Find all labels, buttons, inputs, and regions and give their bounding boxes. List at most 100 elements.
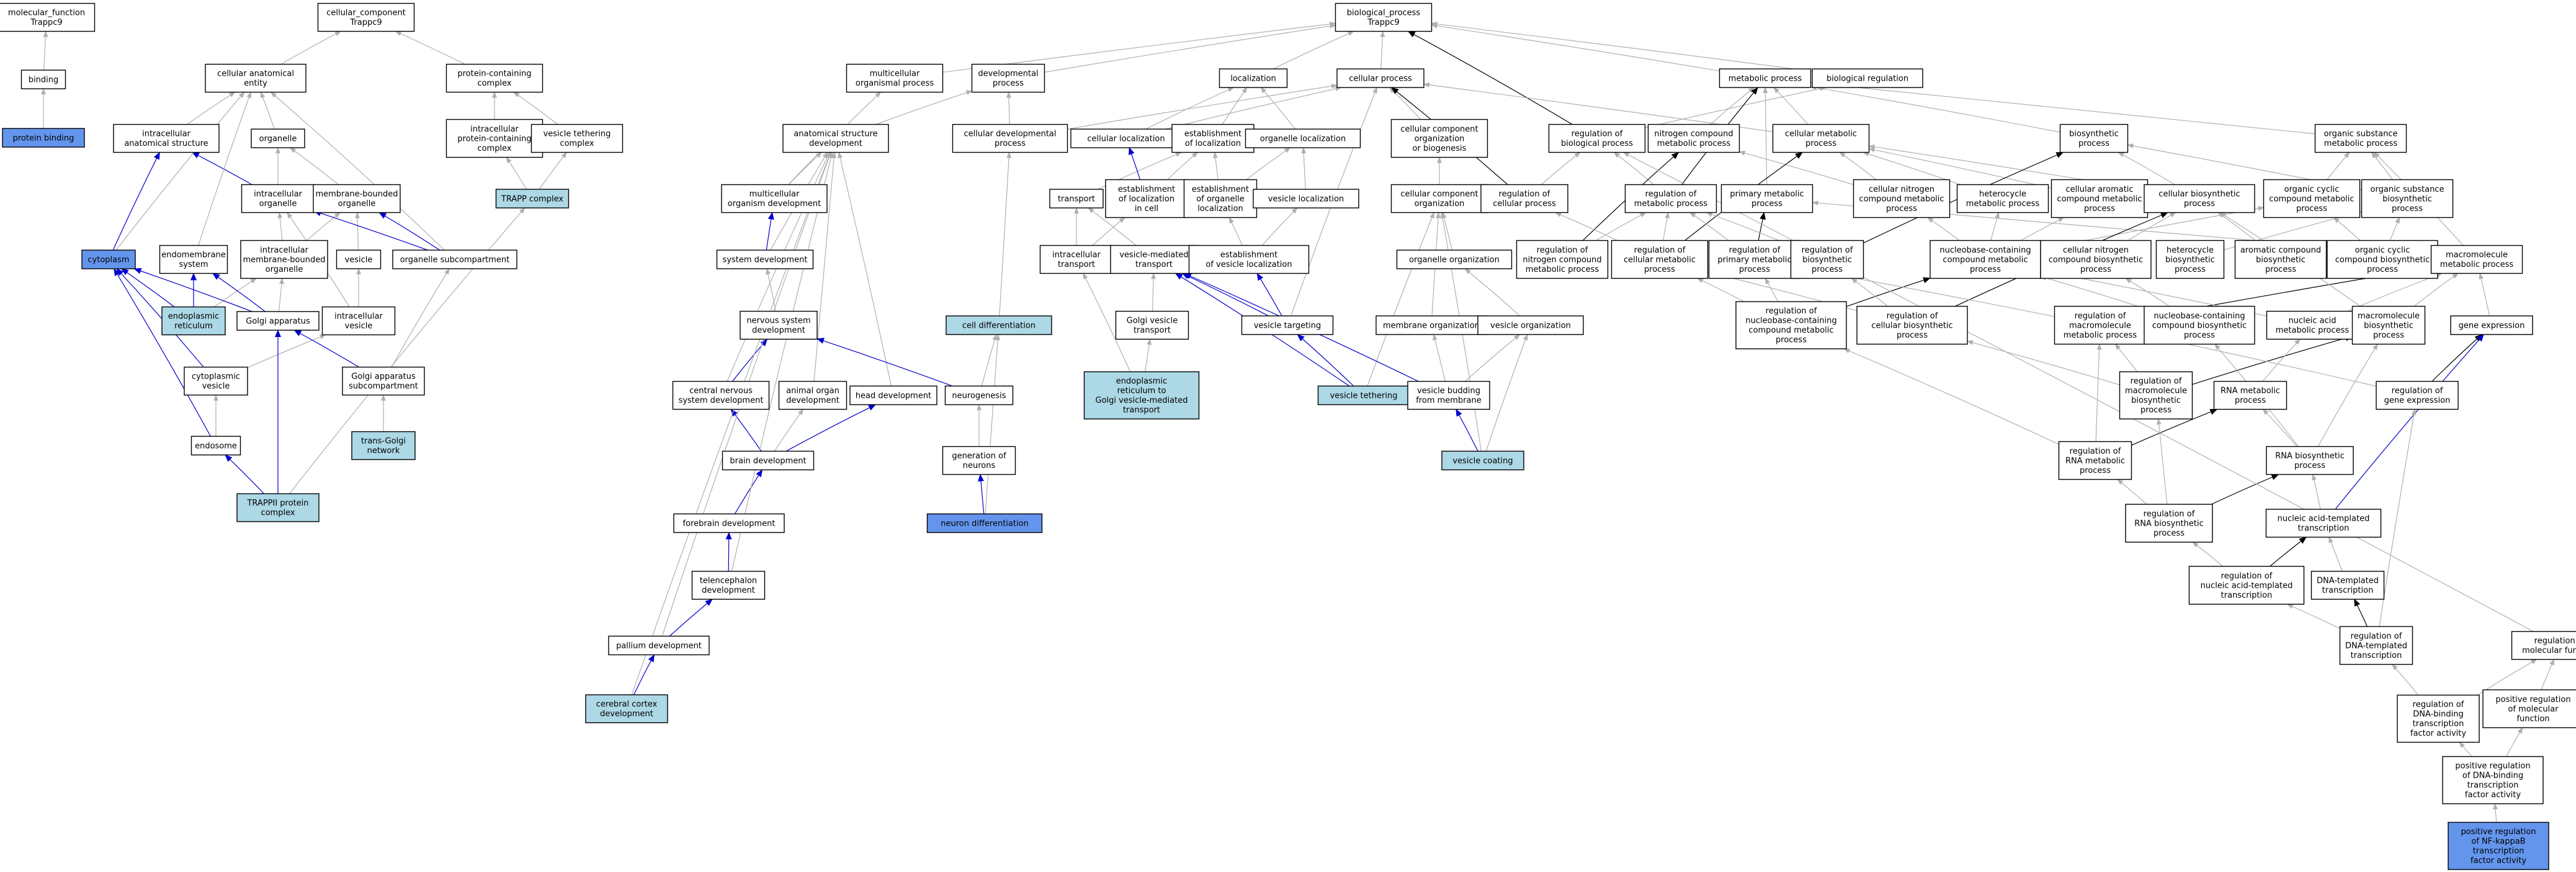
node-box[interactable] bbox=[1407, 380, 1490, 410]
node-box[interactable] bbox=[159, 245, 228, 274]
node-box[interactable] bbox=[1115, 310, 1189, 340]
node-box[interactable] bbox=[0, 2, 96, 32]
node-box[interactable] bbox=[342, 366, 425, 396]
node-box[interactable] bbox=[321, 306, 396, 336]
node-box[interactable] bbox=[392, 249, 517, 269]
go-term-node-regdbtfa[interactable]: regulation ofDNA-bindingtranscriptionfac… bbox=[2397, 694, 2480, 743]
go-term-node-vesicle[interactable]: vesicle bbox=[336, 249, 382, 269]
go-term-node-protbind[interactable]: protein binding bbox=[2, 128, 85, 148]
node-box[interactable] bbox=[1956, 184, 2049, 214]
node-box[interactable] bbox=[2351, 305, 2426, 345]
node-box[interactable] bbox=[1772, 124, 1870, 153]
node-box[interactable] bbox=[1219, 68, 1288, 88]
node-box[interactable] bbox=[2144, 184, 2255, 214]
node-box[interactable] bbox=[161, 306, 226, 336]
node-box[interactable] bbox=[1790, 240, 1864, 279]
go-term-node-metab[interactable]: metabolic process bbox=[1719, 68, 1812, 88]
node-box[interactable] bbox=[722, 451, 815, 470]
go-term-node-vesloc[interactable]: vesicle localization bbox=[1253, 189, 1359, 209]
go-term-node-braindev[interactable]: brain development bbox=[722, 451, 815, 470]
node-box[interactable] bbox=[2054, 305, 2147, 345]
go-term-node-memorg[interactable]: membrane organization bbox=[1375, 315, 1487, 335]
node-box[interactable] bbox=[2397, 694, 2480, 743]
go-term-node-loc[interactable]: localization bbox=[1219, 68, 1288, 88]
go-term-node-cytoplasm[interactable]: cytoplasm bbox=[81, 249, 136, 269]
node-box[interactable] bbox=[849, 385, 937, 405]
node-box[interactable] bbox=[1390, 119, 1488, 158]
node-box[interactable] bbox=[2125, 503, 2213, 543]
go-term-node-vesteth[interactable]: vesicle tethering bbox=[1317, 385, 1410, 405]
node-box[interactable] bbox=[2430, 245, 2523, 274]
node-box[interactable] bbox=[1477, 315, 1584, 335]
node-box[interactable] bbox=[240, 240, 328, 279]
node-box[interactable] bbox=[673, 513, 785, 533]
go-term-node-neurdiff[interactable]: neuron differentiation bbox=[926, 513, 1043, 533]
node-box[interactable] bbox=[2051, 179, 2149, 218]
node-box[interactable] bbox=[2482, 689, 2576, 729]
node-box[interactable] bbox=[942, 446, 1016, 475]
node-box[interactable] bbox=[691, 570, 766, 600]
node-box[interactable] bbox=[946, 315, 1052, 335]
node-box[interactable] bbox=[2040, 240, 2152, 279]
node-box[interactable] bbox=[1856, 305, 1968, 345]
node-box[interactable] bbox=[672, 380, 770, 410]
go-term-node-orgloc[interactable]: organelle localization bbox=[1245, 128, 1361, 148]
node-box[interactable] bbox=[846, 63, 944, 93]
node-box[interactable] bbox=[2511, 631, 2576, 660]
node-box[interactable] bbox=[1188, 245, 1310, 274]
node-box[interactable] bbox=[2119, 371, 2193, 420]
node-box[interactable] bbox=[2263, 179, 2361, 218]
node-box[interactable] bbox=[1647, 124, 1740, 153]
node-box[interactable] bbox=[336, 249, 382, 269]
node-box[interactable] bbox=[2213, 380, 2288, 410]
node-box[interactable] bbox=[1049, 189, 1104, 209]
go-term-node-vescoat[interactable]: vesicle coating bbox=[1441, 451, 1524, 470]
node-box[interactable] bbox=[445, 63, 543, 93]
node-box[interactable] bbox=[1183, 179, 1258, 218]
go-term-node-regmacbp[interactable]: regulation ofmacromoleculebiosyntheticpr… bbox=[2119, 371, 2193, 420]
go-term-node-palldev[interactable]: pallium development bbox=[608, 636, 710, 655]
go-term-node-vestarg[interactable]: vesicle targeting bbox=[1241, 315, 1334, 335]
go-term-node-headdev[interactable]: head development bbox=[849, 385, 937, 405]
node-box[interactable] bbox=[1396, 249, 1513, 269]
node-box[interactable] bbox=[1548, 124, 1646, 153]
node-box[interactable] bbox=[2327, 240, 2438, 279]
go-term-node-neurog[interactable]: neurogenesis bbox=[944, 385, 1014, 405]
